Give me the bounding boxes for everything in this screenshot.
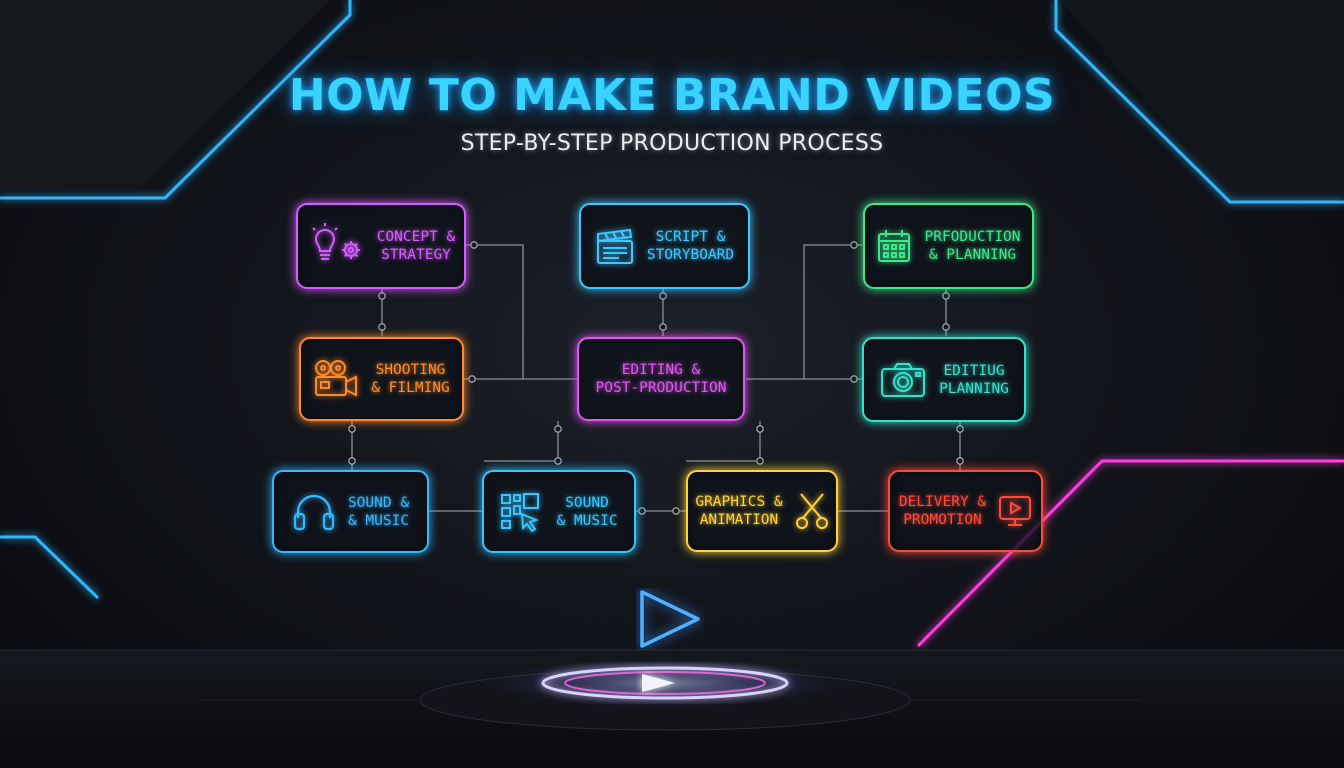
scissors-icon: [795, 493, 828, 529]
page-subtitle: STEP-BY-STEP PRODUCTION PROCESS: [460, 131, 884, 156]
step-label: SHOOTING& FILMING: [371, 362, 450, 396]
lightbulb-gear-icon: [311, 223, 360, 260]
photo-camera-icon: [881, 362, 926, 397]
step-label: SOUND && MUSIC: [347, 494, 410, 529]
clapperboard-icon: [596, 228, 633, 264]
calendar-icon: [878, 230, 911, 262]
step-label: SOUND& MUSIC: [556, 494, 618, 529]
step-label: EDITING &POST-PRODUCTION: [595, 362, 727, 396]
step-label: SCRIPT &STORYBOARD: [646, 229, 735, 263]
step-concept-strategy: CONCEPT &STRATEGY: [296, 203, 466, 289]
layout-cursor-icon: [501, 492, 540, 532]
play-monitor-icon: [999, 496, 1032, 526]
step-label: GRAPHICS &ANIMATION: [695, 494, 783, 528]
play-icon: [640, 590, 700, 648]
step-sound-music-2: SOUND& MUSIC: [482, 470, 636, 553]
film-camera-icon: [315, 360, 358, 397]
step-graphics-animation: GRAPHICS &ANIMATION: [686, 470, 838, 552]
headphones-icon: [293, 494, 335, 530]
page-title: HOW TO MAKE BRAND VIDEOS: [288, 70, 1056, 121]
step-label: CONCEPT &STRATEGY: [376, 229, 456, 263]
step-script-storyboard: SCRIPT &STORYBOARD: [579, 203, 750, 289]
step-sound-music-1: SOUND && MUSIC: [272, 470, 429, 553]
step-editing-post-production: EDITING &POST-PRODUCTION: [577, 337, 745, 421]
step-shooting-filming: SHOOTING& FILMING: [299, 337, 464, 421]
step-delivery-promotion: DELIVERY &PROMOTION: [888, 470, 1043, 552]
step-label: PRFODUCTION& PLANNING: [924, 229, 1021, 263]
step-production-planning: PRFODUCTION& PLANNING: [863, 203, 1034, 289]
step-label: DELIVERY &PROMOTION: [898, 494, 987, 528]
